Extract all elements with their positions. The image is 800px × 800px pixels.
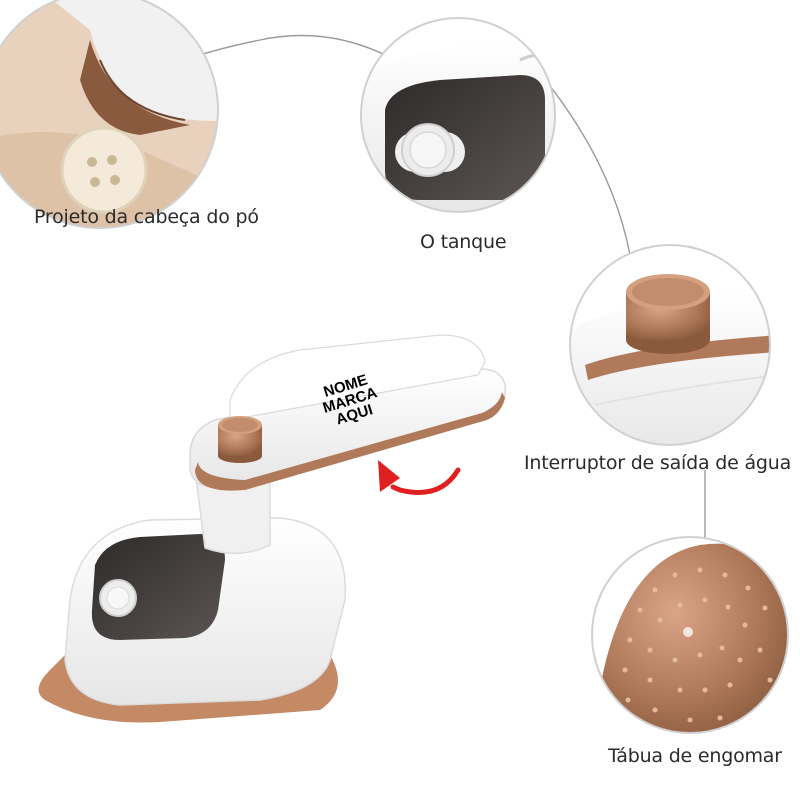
ironing-plate-closeup — [591, 536, 789, 734]
rotate-arrow-icon — [378, 460, 461, 495]
water-switch-closeup — [569, 244, 771, 446]
label-tank: O tanque — [420, 231, 507, 253]
iron-handle-trim — [195, 392, 505, 491]
label-ironing-board: Tábua de engomar — [608, 745, 782, 767]
label-powder-head: Projeto da cabeça do pó — [34, 206, 259, 228]
label-water-switch: Interruptor de saída de água — [524, 452, 792, 474]
tank-closeup — [360, 17, 556, 213]
powder-head-closeup — [0, 0, 219, 229]
steam-iron — [38, 334, 507, 723]
iron-neck — [194, 467, 271, 555]
